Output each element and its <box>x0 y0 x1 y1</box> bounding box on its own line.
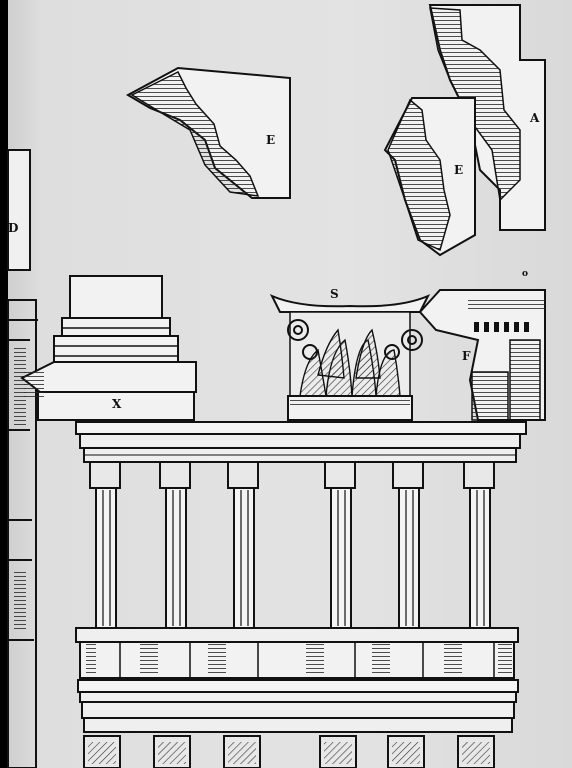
column <box>89 461 121 629</box>
column <box>324 461 356 629</box>
column-row <box>89 461 495 629</box>
corinthian-capital <box>269 294 431 421</box>
label-cornice-center: E <box>266 133 276 147</box>
entablature-corner <box>418 289 546 421</box>
column <box>227 461 259 629</box>
column <box>463 461 495 629</box>
label-left-profile: D <box>8 221 19 235</box>
label-cornice-right-outer: A <box>530 111 540 125</box>
cornice-profile-right <box>383 4 546 257</box>
left-edge-profile <box>7 149 38 768</box>
colonnade <box>75 421 527 768</box>
label-capital: S <box>330 287 339 301</box>
label-pedestal: X <box>112 397 122 411</box>
pedestal-block <box>20 275 197 421</box>
label-cornice-right-inner: E <box>454 163 464 177</box>
label-entablature: F <box>462 349 471 363</box>
column <box>159 461 191 629</box>
label-corner-mark: o <box>522 269 529 279</box>
column <box>392 461 424 629</box>
cornice-profile-center <box>125 66 291 199</box>
